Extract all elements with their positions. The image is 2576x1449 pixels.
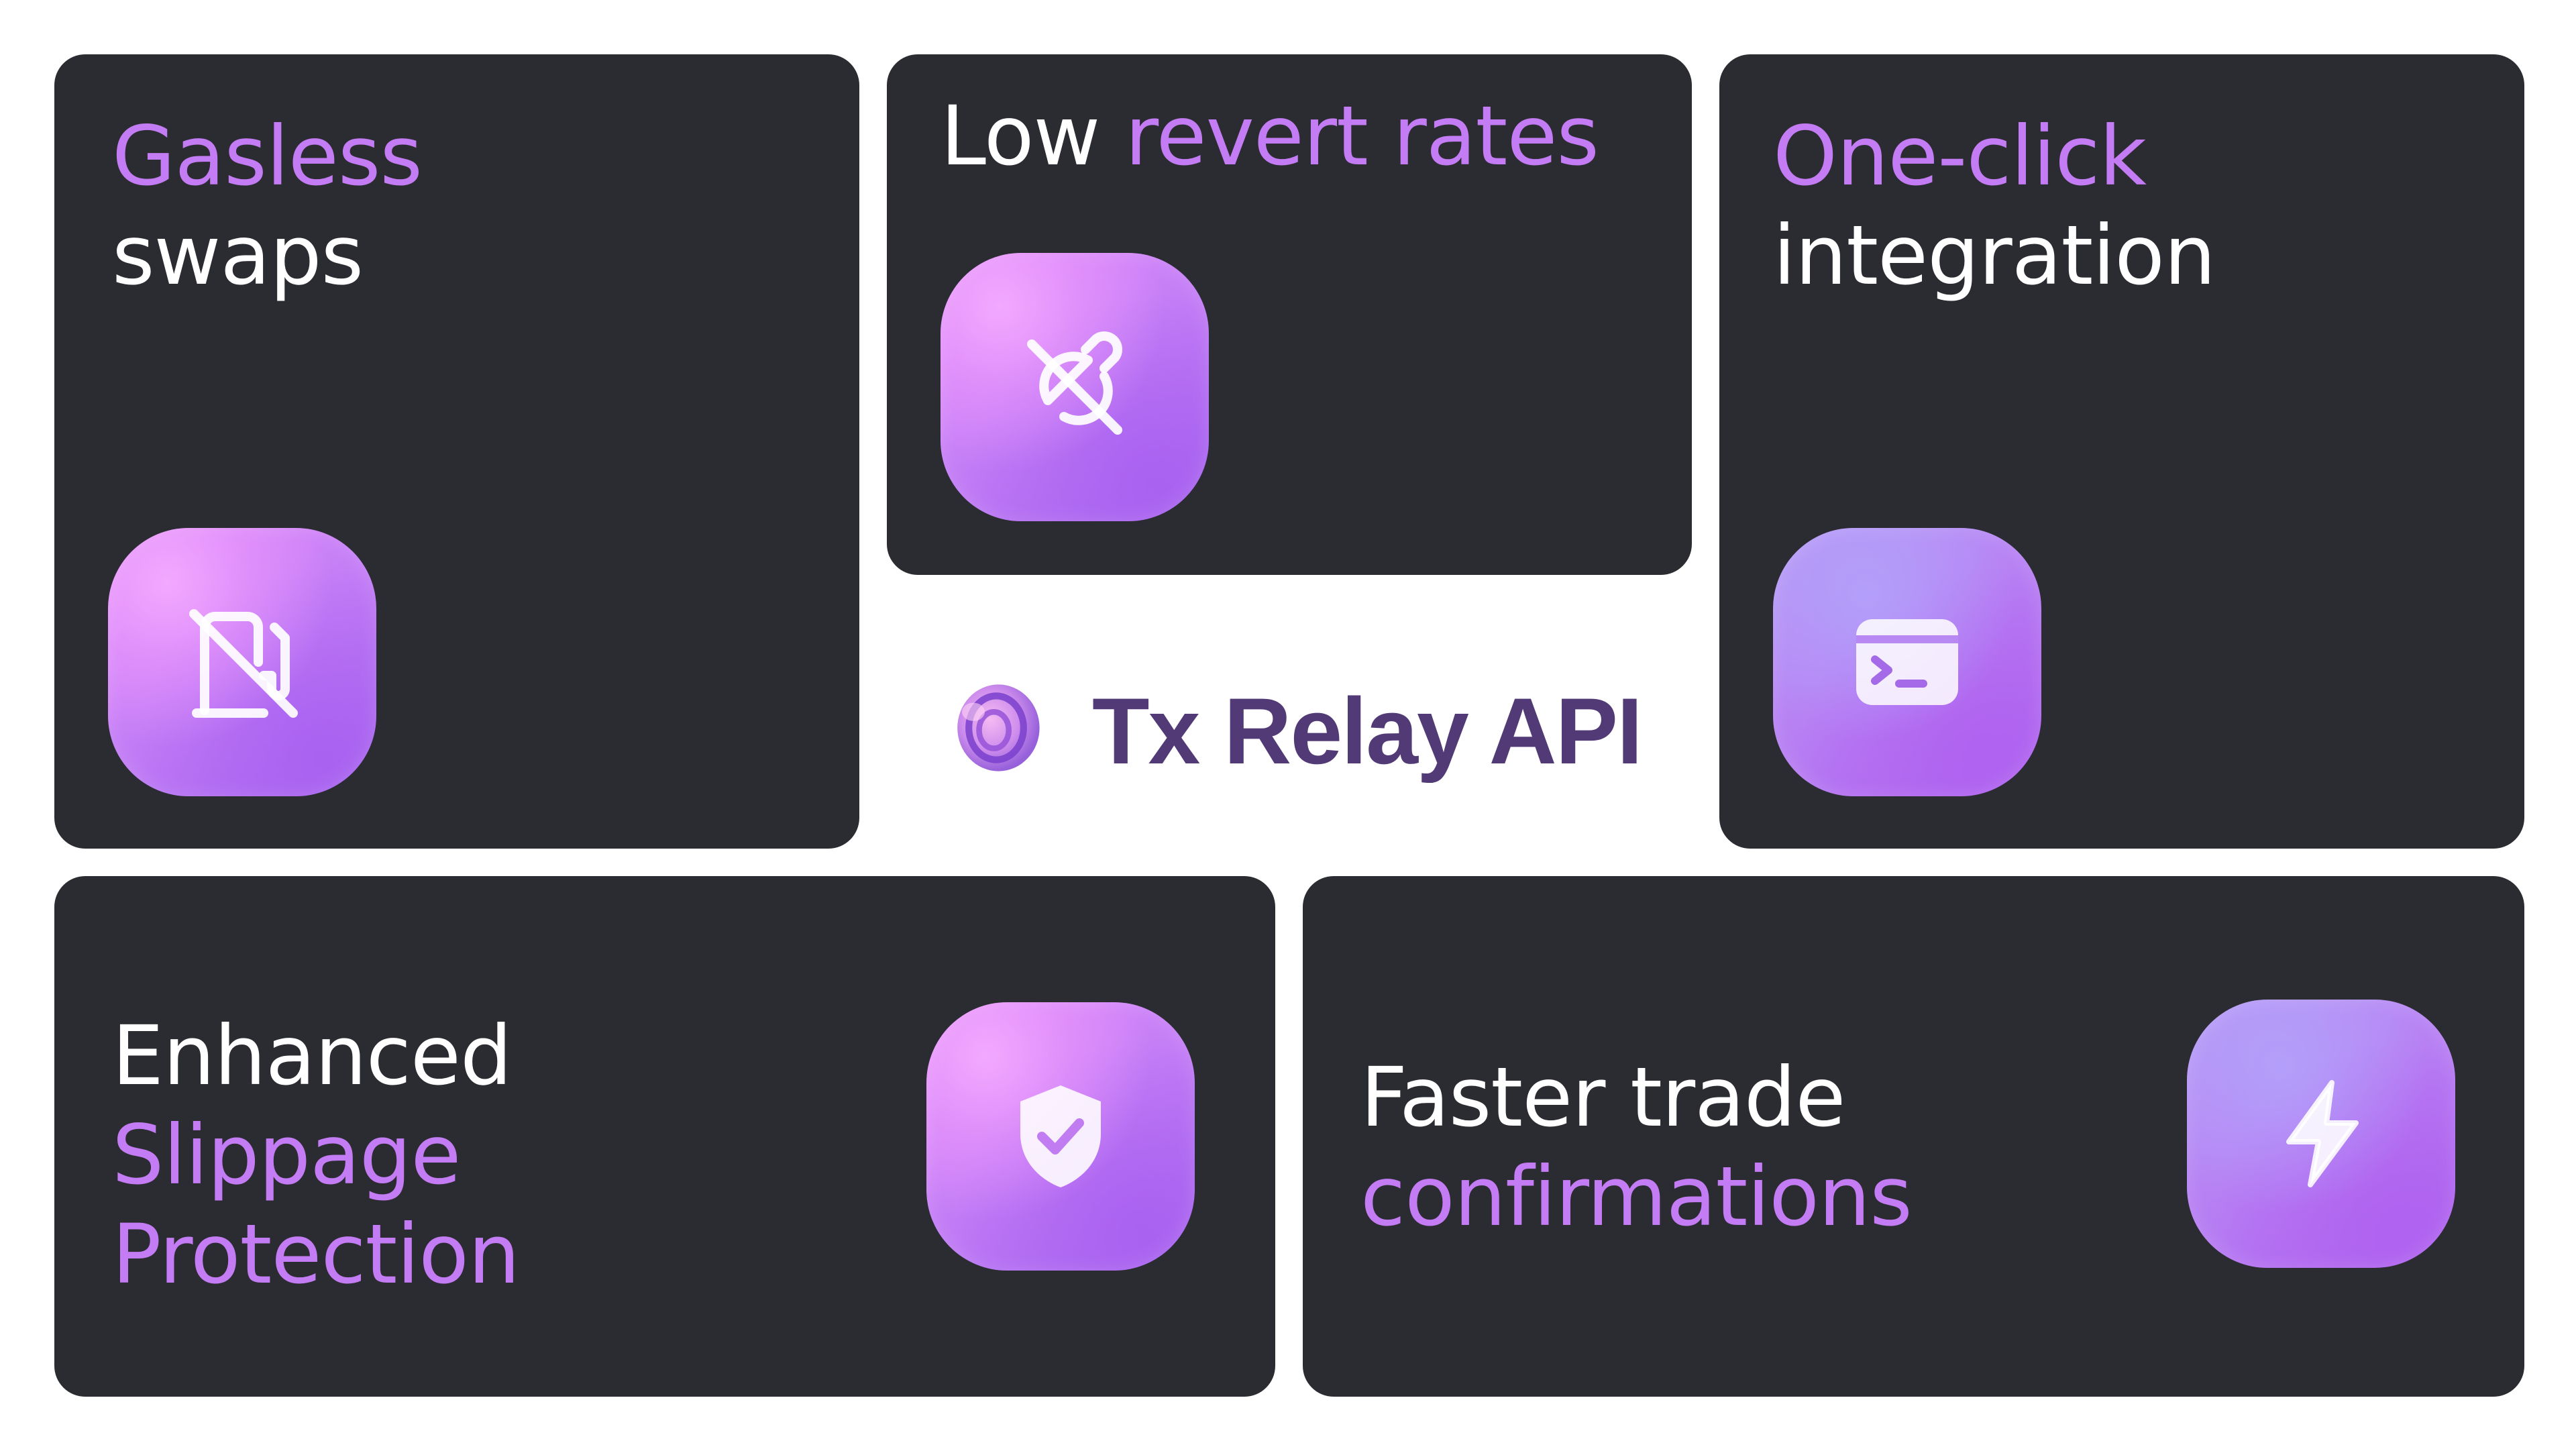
card-title: Gasless swaps: [112, 107, 423, 305]
card-faster-confirmations: Faster trade confirmations: [1303, 876, 2524, 1397]
title-text: swaps: [112, 208, 364, 303]
title-text: Low: [941, 89, 1100, 184]
brand-logo-lockup: Tx Relay API: [939, 664, 1690, 798]
icon-tile: [2187, 1000, 2455, 1268]
title-text: Enhanced: [112, 1008, 512, 1104]
lightning-icon: [2286, 1080, 2359, 1187]
title-accent: Gasless: [112, 109, 423, 204]
title-accent: One-click: [1773, 109, 2147, 204]
card-title: Enhanced Slippage Protection: [112, 1006, 520, 1304]
card-gasless-swaps: Gasless swaps: [54, 54, 859, 849]
card-one-click-integration: One-click integration: [1719, 54, 2524, 849]
terminal-icon: [1856, 619, 1958, 705]
card-slippage-protection: Enhanced Slippage Protection: [54, 876, 1275, 1397]
icon-tile: [1773, 528, 2041, 796]
title-accent: revert rates: [1125, 89, 1599, 184]
icon-tile: [941, 253, 1209, 521]
card-title: Faster trade confirmations: [1360, 1048, 1913, 1246]
title-accent-1: Slippage: [112, 1108, 461, 1203]
brand-name: Tx Relay API: [1092, 678, 1643, 784]
title-accent-2: Protection: [112, 1207, 520, 1302]
icon-tile: [108, 528, 376, 796]
card-title: Low revert rates: [941, 87, 1599, 186]
title-text: integration: [1773, 208, 2216, 303]
no-fuel-icon: [189, 609, 298, 718]
icon-tile: [926, 1002, 1195, 1271]
card-low-revert-rates: Low revert rates: [887, 54, 1692, 575]
card-title: One-click integration: [1773, 107, 2216, 305]
relay-logo-icon: [957, 684, 1040, 771]
title-accent: confirmations: [1360, 1149, 1913, 1244]
title-text: Faster trade: [1360, 1050, 1845, 1145]
no-bug-icon: [1027, 331, 1122, 435]
shield-check-icon: [1020, 1085, 1101, 1187]
